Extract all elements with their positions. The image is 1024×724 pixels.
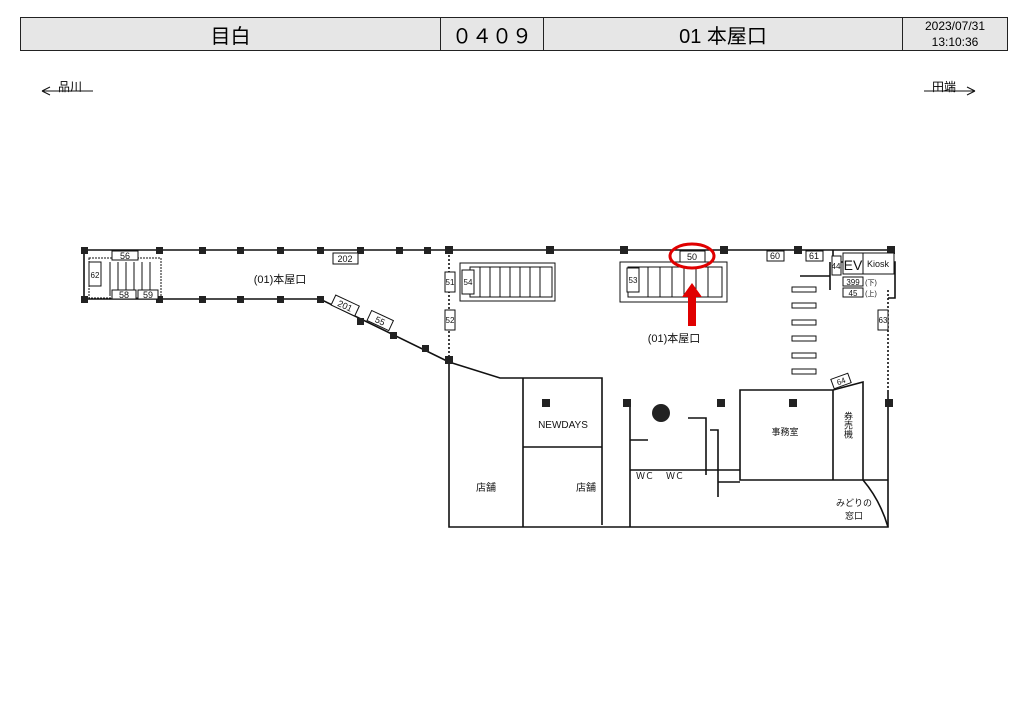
room-wc-1: ＷＣ — [636, 471, 654, 481]
room-labels: (01)本屋口 NEWDAYS 店舗 店舗 ＷＣ ＷＣ 事務室 券売機 みどりの… — [254, 272, 872, 521]
direction-arrows — [41, 86, 976, 96]
timestamp: 2023/07/31 13:10:36 — [902, 17, 1008, 51]
plate-51: 51 — [446, 278, 455, 287]
pillars — [81, 246, 895, 422]
plate-61: 61 — [809, 251, 819, 261]
plate-62: 62 — [91, 271, 100, 280]
kiosk-label: Kiosk — [867, 259, 890, 269]
plate-63: 63 — [879, 316, 888, 325]
plate-45: 45 — [849, 289, 858, 298]
plate-50: 50 — [687, 252, 697, 262]
plate-53: 53 — [629, 276, 638, 285]
exit-name: 01 本屋口 — [543, 17, 903, 51]
arrow-up-icon — [682, 283, 702, 326]
room-midori-1: みどりの — [836, 498, 872, 508]
station-name: 目白 — [20, 17, 441, 51]
room-midori-2: 窓口 — [845, 510, 863, 521]
plate-59: 59 — [143, 290, 153, 300]
plate-399: 399 — [846, 278, 860, 287]
plate-56: 56 — [120, 251, 130, 261]
target-marker: (01)本屋口 — [648, 242, 716, 345]
plate-64: 64 — [835, 376, 847, 388]
room-newdays: NEWDAYS — [538, 420, 588, 431]
up-label: (上) — [865, 289, 877, 298]
benches — [791, 286, 817, 375]
date: 2023/07/31 — [924, 19, 986, 33]
plate-44: 44 — [832, 262, 841, 271]
room-wc-2: ＷＣ — [666, 471, 684, 481]
number-plates: 56 62 58 59 202 201 55 51 52 54 53 50 60… — [88, 250, 895, 390]
plate-52: 52 — [446, 316, 455, 325]
target-label: (01)本屋口 — [648, 331, 701, 345]
plate-58: 58 — [119, 290, 129, 300]
room-shop-2: 店舗 — [576, 481, 596, 494]
room-shop-1: 店舗 — [476, 481, 496, 494]
plate-54: 54 — [464, 278, 473, 287]
down-label: (下) — [865, 279, 877, 287]
area-label: (01)本屋口 — [254, 272, 307, 286]
time: 13:10:36 — [931, 35, 979, 49]
station-code: ０４０９ — [440, 17, 544, 51]
room-ticket-machines: 券売機 — [843, 410, 853, 439]
plate-202: 202 — [337, 254, 352, 264]
plate-60: 60 — [770, 251, 780, 261]
plate-55: 55 — [373, 314, 386, 327]
ev-label: EV — [844, 257, 863, 273]
room-office: 事務室 — [771, 426, 798, 437]
